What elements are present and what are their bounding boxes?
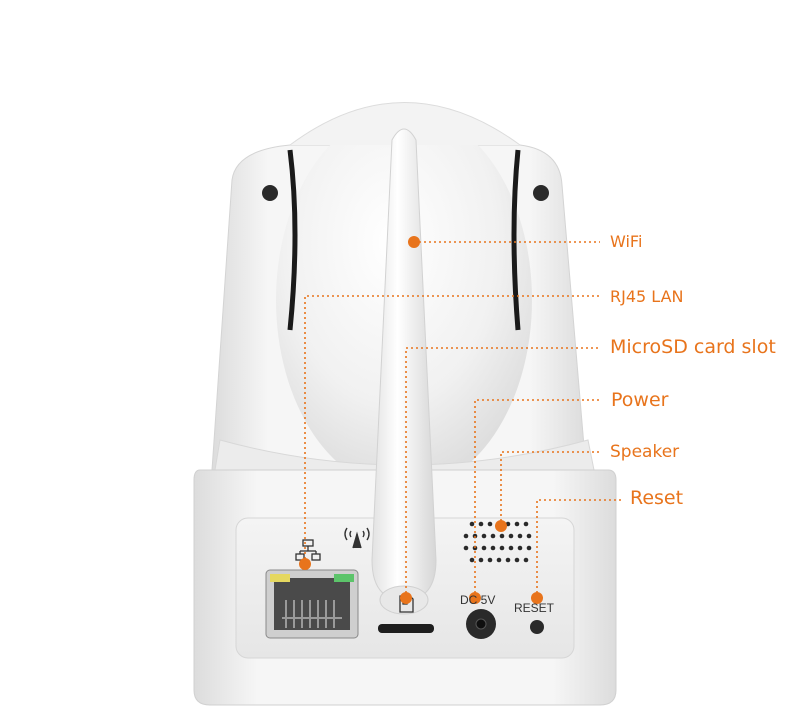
callout-rj45: RJ45 LAN <box>610 287 684 306</box>
callout-microsd: MicroSD card slot <box>610 336 776 358</box>
speaker-hole <box>499 545 505 551</box>
speaker-grille <box>463 521 532 563</box>
speaker-hole <box>463 545 469 551</box>
callout-leaders <box>304 241 621 598</box>
speaker-hole <box>487 521 493 527</box>
speaker-hole <box>526 545 532 551</box>
power-leader <box>474 399 600 598</box>
speaker-hole <box>523 521 529 527</box>
speaker-hole <box>481 545 487 551</box>
power-jack <box>466 609 496 639</box>
speaker-hole <box>496 557 502 563</box>
reset-button-hole <box>530 620 544 634</box>
callout-speaker: Speaker <box>610 442 680 462</box>
speaker-hole <box>517 533 523 539</box>
speaker-hole <box>478 557 484 563</box>
speaker-hole <box>505 557 511 563</box>
speaker-leader <box>500 451 600 526</box>
rj45-port <box>265 569 359 639</box>
rj45-dot <box>299 558 311 570</box>
speaker-hole <box>481 533 487 539</box>
microsd-leader <box>405 347 600 598</box>
right-screw-hole <box>533 185 549 201</box>
reset-panel-label: RESET <box>514 601 555 615</box>
callout-reset: Reset <box>630 487 684 509</box>
microsd-slot <box>378 624 434 633</box>
wifi-dot <box>408 236 420 248</box>
speaker-hole <box>469 557 475 563</box>
left-screw-hole <box>262 185 278 201</box>
speaker-hole <box>478 521 484 527</box>
speaker-hole <box>499 533 505 539</box>
speaker-hole <box>463 533 469 539</box>
speaker-hole <box>523 557 529 563</box>
speaker-hole <box>508 533 514 539</box>
speaker-hole <box>526 533 532 539</box>
callout-power: Power <box>611 389 669 411</box>
dc-label: DC 5V <box>460 593 495 607</box>
speaker-hole <box>514 521 520 527</box>
callout-dots <box>299 236 543 604</box>
power-dot <box>469 592 481 604</box>
wifi-antenna-icon <box>344 527 370 549</box>
speaker-hole <box>487 557 493 563</box>
reset-dot <box>531 592 543 604</box>
callout-wifi: WiFi <box>610 232 643 251</box>
speaker-hole <box>490 533 496 539</box>
speaker-hole <box>517 545 523 551</box>
lan-icon <box>295 539 321 561</box>
speaker-hole <box>514 557 520 563</box>
wifi-antenna <box>371 128 437 615</box>
speaker-hole <box>469 521 475 527</box>
microsd-dot <box>400 592 412 604</box>
speaker-hole <box>508 545 514 551</box>
speaker-dot <box>495 520 507 532</box>
speaker-hole <box>490 545 496 551</box>
